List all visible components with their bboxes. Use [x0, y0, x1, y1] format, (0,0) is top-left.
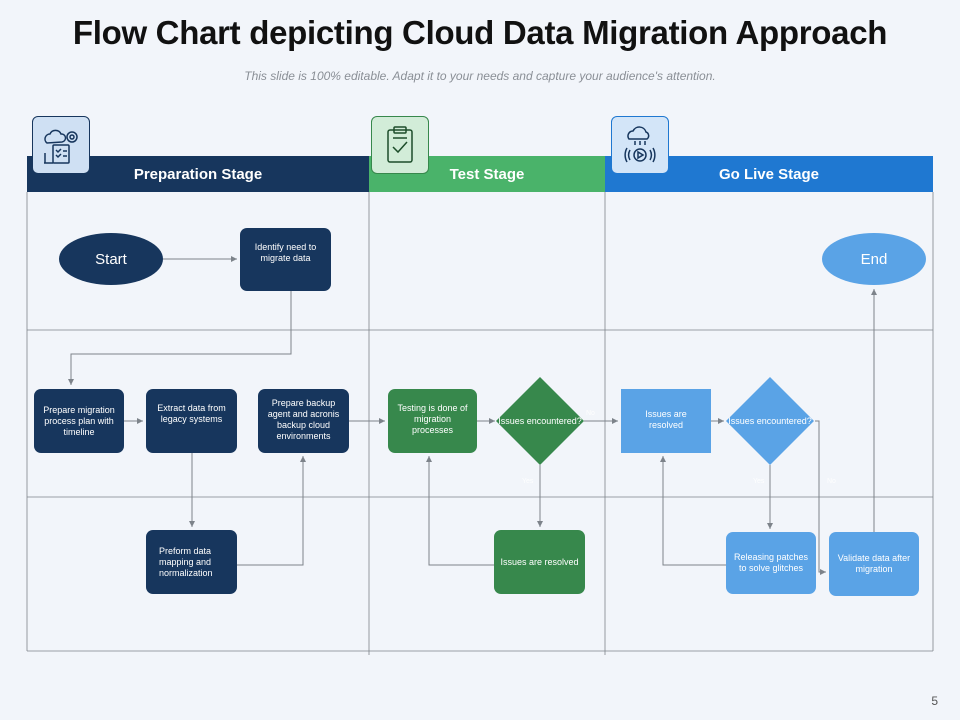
connector-mapping-backup	[237, 456, 306, 566]
stage-label-go-live: Go Live Stage	[718, 165, 820, 183]
data-mapping-node: Preform data mapping and normalization	[146, 530, 237, 594]
issues-resolved-node-1: Issues are resolved	[494, 530, 585, 594]
stage-label-test: Test Stage	[449, 165, 525, 183]
stage-label-preparation: Preparation Stage	[133, 165, 263, 183]
connector-releasing-resolved	[660, 456, 726, 566]
edge-label-q2-no: No	[827, 478, 836, 485]
issues-decision-2: Issues encountered?	[726, 377, 814, 465]
issues-decision-1-label: Issues encountered?	[498, 415, 582, 426]
edge-label-q2-yes: Yes	[753, 478, 765, 485]
cloud-play-icon	[611, 116, 669, 174]
cloud-gear-checklist-icon	[32, 116, 90, 174]
page-subtitle: This slide is 100% editable. Adapt it to…	[244, 69, 716, 83]
issues-resolved-node-2: Issues are resolved	[621, 389, 711, 453]
issues-decision-2-label: Issues encountered?	[728, 415, 812, 426]
page-title: Flow Chart depicting Cloud Data Migratio…	[72, 14, 888, 51]
prepare-plan-node: Prepare migration process plan with time…	[34, 389, 124, 453]
start-node: Start	[59, 233, 163, 285]
connector-issues-testing	[426, 456, 494, 566]
identify-need-node: Identify need to migrate data	[240, 228, 331, 291]
backup-agent-node: Prepare backup agent and acronis backup …	[258, 389, 349, 453]
extract-data-node: Extract data from legacy systems	[146, 389, 237, 453]
issues-decision-1: Issues encountered?	[496, 377, 584, 465]
edge-label-q1-yes: Yes	[522, 478, 534, 485]
validate-data-node: Validate data after migration	[829, 532, 919, 596]
clipboard-check-icon	[371, 116, 429, 174]
connector-identify-prepare	[68, 291, 292, 385]
end-node: End	[822, 233, 926, 285]
page-number: 5	[931, 694, 938, 708]
testing-node: Testing is done of migration processes	[388, 389, 477, 453]
connector-q2-validate	[815, 420, 826, 575]
edge-label-q1-no: No	[586, 410, 595, 417]
releasing-patches-node: Releasing patches to solve glitches	[726, 532, 816, 594]
